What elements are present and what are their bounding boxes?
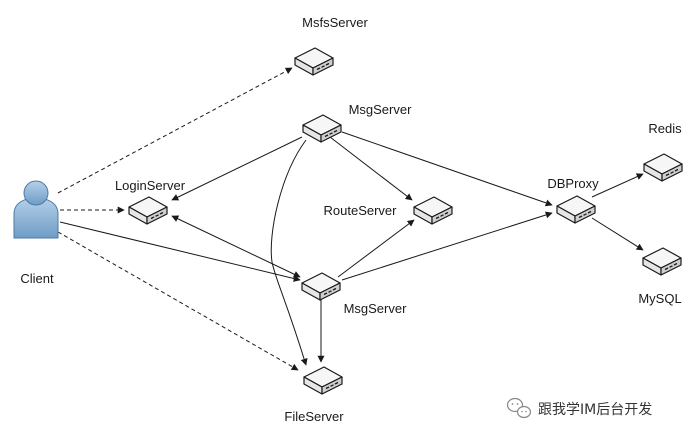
db-proxy-node: DBProxy <box>547 176 599 224</box>
watermark: 跟我学IM后台开发 <box>506 397 652 419</box>
file-server-node: FileServer <box>284 366 344 424</box>
edge-msgserver-top-loginserver <box>171 136 303 201</box>
msg-server-top-node: MsgServer <box>302 102 413 143</box>
route-server-label: RouteServer <box>324 203 398 218</box>
edge-msgserver-top-dbproxy <box>341 131 553 207</box>
server-icon <box>413 196 453 225</box>
edge-msgserver-top-fileserver <box>270 139 308 366</box>
redis-node: Redis <box>643 121 683 182</box>
edge-dbproxy-mysql <box>591 217 644 251</box>
server-icon <box>556 195 596 224</box>
redis-label: Redis <box>648 121 682 136</box>
login-server-node: LoginServer <box>115 178 186 225</box>
client-node: Client <box>13 180 59 286</box>
edge-client-fileserver <box>57 231 299 371</box>
edge-msgserver-mid-routeserver <box>337 219 415 278</box>
mysql-node: MySQL <box>638 247 682 306</box>
edge-client-msfsserver <box>57 67 293 194</box>
edges <box>57 67 644 371</box>
server-icon <box>294 47 334 76</box>
login-server-label: LoginServer <box>115 178 186 193</box>
server-icon <box>303 366 343 395</box>
msfs-server-node: MsfsServer <box>294 15 369 76</box>
wechat-icon <box>506 397 532 419</box>
route-server-node: RouteServer <box>324 196 453 225</box>
server-icon <box>301 272 341 301</box>
msg-server-mid-node: MsgServer <box>301 272 408 316</box>
mysql-label: MySQL <box>638 291 681 306</box>
edge-msgserver-top-routeserver <box>329 136 413 201</box>
server-icon <box>643 153 683 182</box>
server-icon <box>642 247 682 276</box>
file-server-label: FileServer <box>284 409 344 424</box>
server-icon <box>128 196 168 225</box>
edge-msgserver-mid-dbproxy <box>341 211 553 281</box>
edge-client-msgserver-mid <box>59 221 301 282</box>
msg-server-mid-label: MsgServer <box>344 301 408 316</box>
db-proxy-label: DBProxy <box>547 176 599 191</box>
server-icon <box>302 114 342 143</box>
msfs-server-label: MsfsServer <box>302 15 368 30</box>
msg-server-top-label: MsgServer <box>349 102 413 117</box>
edge-dbproxy-redis <box>591 173 644 198</box>
user-icon <box>13 180 59 239</box>
watermark-text: 跟我学IM后台开发 <box>538 402 652 418</box>
client-label: Client <box>20 271 54 286</box>
edge-msgserver-mid-loginserver <box>171 215 301 278</box>
